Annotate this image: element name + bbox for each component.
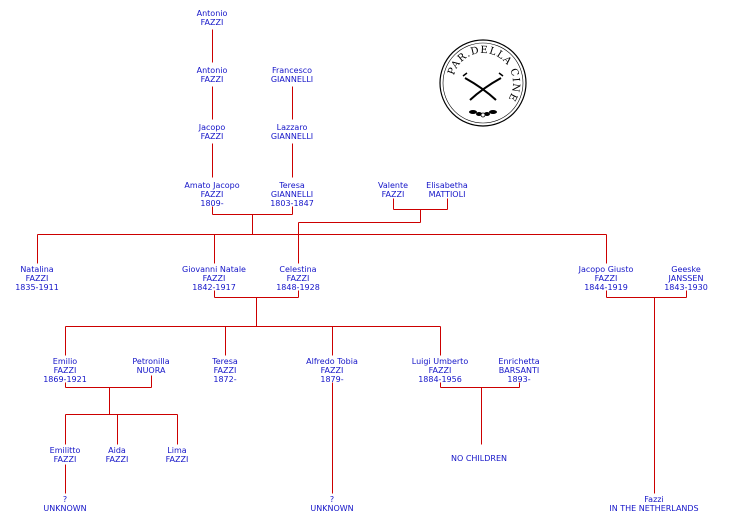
last-name: GIANNELLI [270, 75, 314, 84]
last-name: FAZZI [594, 274, 618, 283]
last-name: FAZZI [53, 366, 77, 375]
first-name: Petronilla [132, 357, 170, 366]
wreath-icon [469, 110, 497, 118]
last-name: FAZZI [320, 366, 344, 375]
last-name: FAZZI [381, 190, 405, 199]
last-name: FAZZI [25, 274, 49, 283]
person-giovanni-natale: Giovanni Natale FAZZI 1842-1917 [182, 265, 246, 292]
first-name: Jacopo Giusto [578, 265, 634, 274]
question-mark: ? [62, 495, 68, 504]
first-name: Valente [377, 181, 409, 190]
first-name: Francesco [271, 66, 313, 75]
note: NO CHILDREN [451, 454, 507, 463]
unknown-descendants-alfredo: ? UNKNOWN [310, 495, 353, 513]
last-name: GIANNELLI [270, 190, 314, 199]
last-name: JANSSEN [668, 274, 704, 283]
first-name: Geeske [671, 265, 701, 274]
dates: 1848-1928 [276, 283, 320, 292]
dates: 1803-1847 [270, 199, 314, 208]
question-mark: ? [329, 495, 335, 504]
crossed-blades-icon [462, 72, 504, 101]
last-name: FAZZI [200, 190, 224, 199]
last-name: MATTIOLI [428, 190, 466, 199]
first-name: Lazzaro [276, 123, 308, 132]
last-name: FAZZI [286, 274, 310, 283]
last-name: FAZZI [200, 132, 224, 141]
first-name: Antonio [196, 9, 228, 18]
first-name: Elisabetha [426, 181, 468, 190]
first-name: Natalina [20, 265, 54, 274]
person-elisabetha: Elisabetha MATTIOLI [426, 181, 468, 199]
person-geeske: Geeske JANSSEN 1843-1930 [664, 265, 708, 292]
dates: 1893- [507, 375, 531, 384]
last-name: FAZZI [200, 18, 224, 27]
first-name: Amato Jacopo [184, 181, 240, 190]
last-name: FAZZI [105, 455, 129, 464]
family-name: Fazzi [644, 495, 664, 504]
first-name: Teresa [279, 181, 305, 190]
last-name: FAZZI [53, 455, 77, 464]
dates: 1809- [200, 199, 224, 208]
person-celestina: Celestina FAZZI 1848-1928 [276, 265, 320, 292]
first-name: Alfredo Tobia [306, 357, 358, 366]
dates: 1842-1917 [192, 283, 236, 292]
first-name: Antonio [196, 66, 228, 75]
person-amato-jacopo: Amato Jacopo FAZZI 1809- [184, 181, 239, 208]
person-jacopo: Jacopo FAZZI [199, 123, 226, 141]
first-name: Celestina [279, 265, 317, 274]
dates: 1884-1956 [418, 375, 462, 384]
first-name: Lima [167, 446, 187, 455]
dates: 1872- [213, 375, 237, 384]
person-teresa-fazzi: Teresa FAZZI 1872- [212, 357, 238, 384]
person-luigi-umberto: Luigi Umberto FAZZI 1884-1956 [412, 357, 468, 384]
dates: 1879- [320, 375, 344, 384]
last-name: FAZZI [202, 274, 226, 283]
first-name: Jacopo [198, 123, 226, 132]
last-name: FAZZI [213, 366, 237, 375]
first-name: Enrichetta [498, 357, 540, 366]
unknown-descendants-emilitto: ? UNKNOWN [43, 495, 86, 513]
person-antonio-sr: Antonio FAZZI [197, 9, 228, 27]
dates: 1869-1921 [43, 375, 87, 384]
person-natalina: Natalina FAZZI 1835-1911 [15, 265, 59, 292]
no-children-label: NO CHILDREN [451, 454, 507, 463]
dates: 1844-1919 [584, 283, 628, 292]
first-name: Teresa [212, 357, 238, 366]
last-name: BARSANTI [498, 366, 540, 375]
location: IN THE NETHERLANDS [609, 504, 699, 513]
first-name: Giovanni Natale [182, 265, 246, 274]
last-name: FAZZI [165, 455, 189, 464]
last-name: FAZZI [428, 366, 452, 375]
person-petronilla: Petronilla NUORA [132, 357, 169, 375]
person-enrichetta: Enrichetta BARSANTI 1893- [498, 357, 539, 384]
last-name: FAZZI [200, 75, 224, 84]
person-aida: Aida FAZZI [106, 446, 129, 464]
last-name: GIANNELLI [270, 132, 314, 141]
person-valente: Valente FAZZI [378, 181, 408, 199]
family-seal: PAR.DELLA CINE [439, 39, 527, 127]
first-name: Aida [108, 446, 126, 455]
person-lima: Lima FAZZI [166, 446, 189, 464]
person-francesco: Francesco GIANNELLI [271, 66, 313, 84]
first-name: Emilio [52, 357, 78, 366]
unknown-label: UNKNOWN [310, 504, 354, 513]
first-name: Emilitto [49, 446, 81, 455]
person-lazzaro: Lazzaro GIANNELLI [271, 123, 313, 141]
first-name: Luigi Umberto [411, 357, 469, 366]
person-emilio: Emilio FAZZI 1869-1921 [43, 357, 87, 384]
person-teresa-giannelli: Teresa GIANNELLI 1803-1847 [270, 181, 314, 208]
dates: 1843-1930 [664, 283, 708, 292]
person-alfredo-tobia: Alfredo Tobia FAZZI 1879- [306, 357, 358, 384]
dates: 1835-1911 [15, 283, 59, 292]
descendants-netherlands: Fazzi IN THE NETHERLANDS [609, 495, 698, 513]
person-jacopo-giusto: Jacopo Giusto FAZZI 1844-1919 [579, 265, 634, 292]
person-antonio: Antonio FAZZI [197, 66, 228, 84]
last-name: NUORA [136, 366, 166, 375]
person-emilitto: Emilitto FAZZI [50, 446, 81, 464]
unknown-label: UNKNOWN [43, 504, 87, 513]
